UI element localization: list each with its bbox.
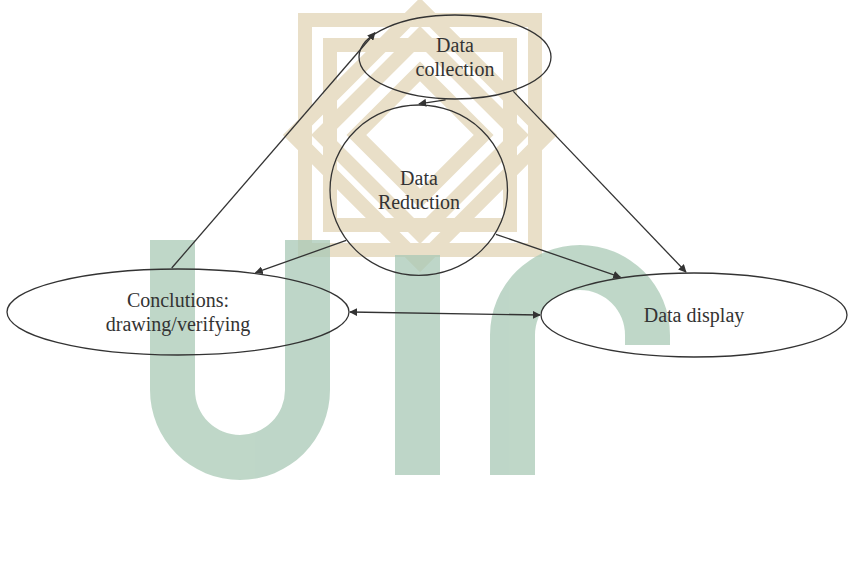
flow-arrow	[496, 234, 620, 277]
ellipse-outline	[7, 269, 349, 355]
ellipse-outline	[330, 105, 508, 275]
process-ellipse: Data collection	[358, 14, 552, 100]
knot-ornament	[293, 8, 548, 263]
process-ellipse: Conclutions: drawing/verifying	[6, 268, 350, 356]
flow-arrow	[350, 312, 540, 315]
process-circle: Data Reduction	[329, 104, 509, 276]
process-ellipse: Data display	[540, 272, 848, 358]
ellipse-outline	[359, 15, 551, 99]
flow-arrow	[513, 91, 686, 272]
flow-arrow	[419, 100, 446, 104]
node-outline	[6, 268, 350, 356]
node-label: Conclutions: drawing/verifying	[83, 288, 273, 336]
node-label: Data display	[644, 303, 745, 327]
flow-arrow	[172, 33, 375, 268]
letters-ornament	[150, 240, 670, 480]
node-label: Data Reduction	[364, 166, 474, 214]
ellipse-outline	[541, 273, 847, 357]
flow-arrow	[256, 240, 347, 272]
node-label: Data collection	[395, 33, 515, 81]
node-outline	[358, 14, 552, 100]
node-outline	[329, 104, 509, 276]
